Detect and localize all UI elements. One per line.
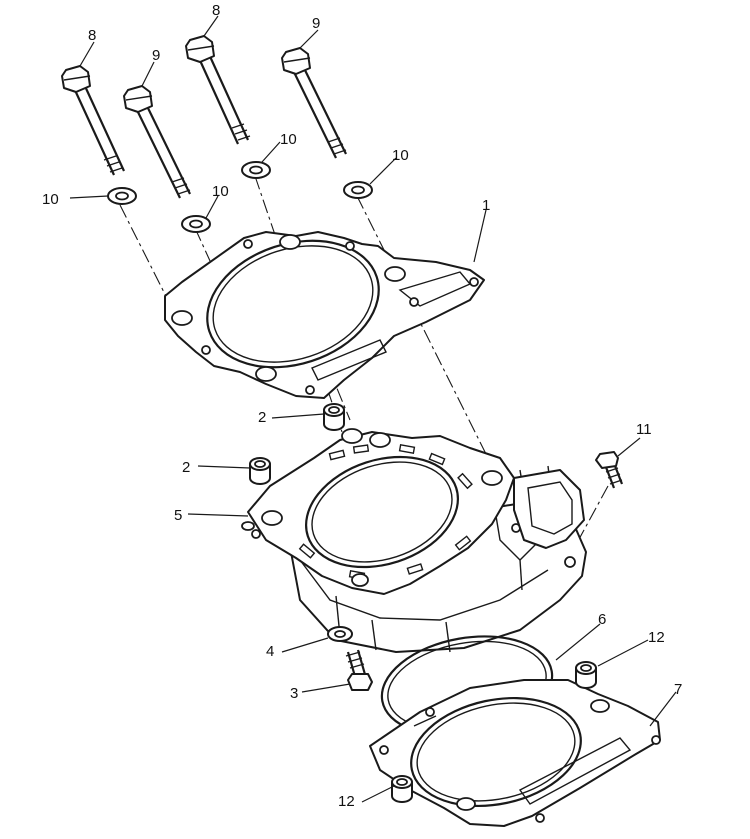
head-gasket xyxy=(164,231,485,399)
callout-10-far-left: 10 xyxy=(42,191,59,208)
bolt-3 xyxy=(345,649,373,691)
callout-12-lower: 12 xyxy=(338,793,355,810)
dowel-pins xyxy=(249,403,597,803)
callout-11: 11 xyxy=(636,421,652,438)
callout-8-right: 8 xyxy=(212,2,220,19)
callout-10-right: 10 xyxy=(392,147,409,164)
bolt-11 xyxy=(595,451,624,489)
callout-9-left: 9 xyxy=(152,47,160,64)
callout-10-center: 10 xyxy=(280,131,297,148)
leader-lines xyxy=(69,15,677,803)
bolt-9-left xyxy=(123,85,191,199)
bolt-8-left xyxy=(61,65,125,176)
callout-1: 1 xyxy=(482,197,490,214)
base-gasket xyxy=(369,679,661,827)
callout-2-upper: 2 xyxy=(258,409,266,426)
callout-6: 6 xyxy=(598,611,606,628)
callout-labels: 8 9 8 9 10 10 10 10 1 2 2 5 11 6 12 7 4 … xyxy=(42,2,682,810)
callout-9-right: 9 xyxy=(312,15,320,32)
callout-8-left: 8 xyxy=(88,27,96,44)
callout-4: 4 xyxy=(266,643,274,660)
callout-7: 7 xyxy=(674,681,682,698)
washer-4 xyxy=(327,626,353,642)
cylinder-block xyxy=(241,428,587,653)
callout-3: 3 xyxy=(290,685,298,702)
callout-12-upper: 12 xyxy=(648,629,665,646)
washers xyxy=(107,161,373,233)
bolt-8-right xyxy=(185,35,251,145)
bolt-9-right xyxy=(281,47,347,159)
callout-5: 5 xyxy=(174,507,182,524)
callout-10-center-left: 10 xyxy=(212,183,229,200)
callout-2-lower: 2 xyxy=(182,459,190,476)
